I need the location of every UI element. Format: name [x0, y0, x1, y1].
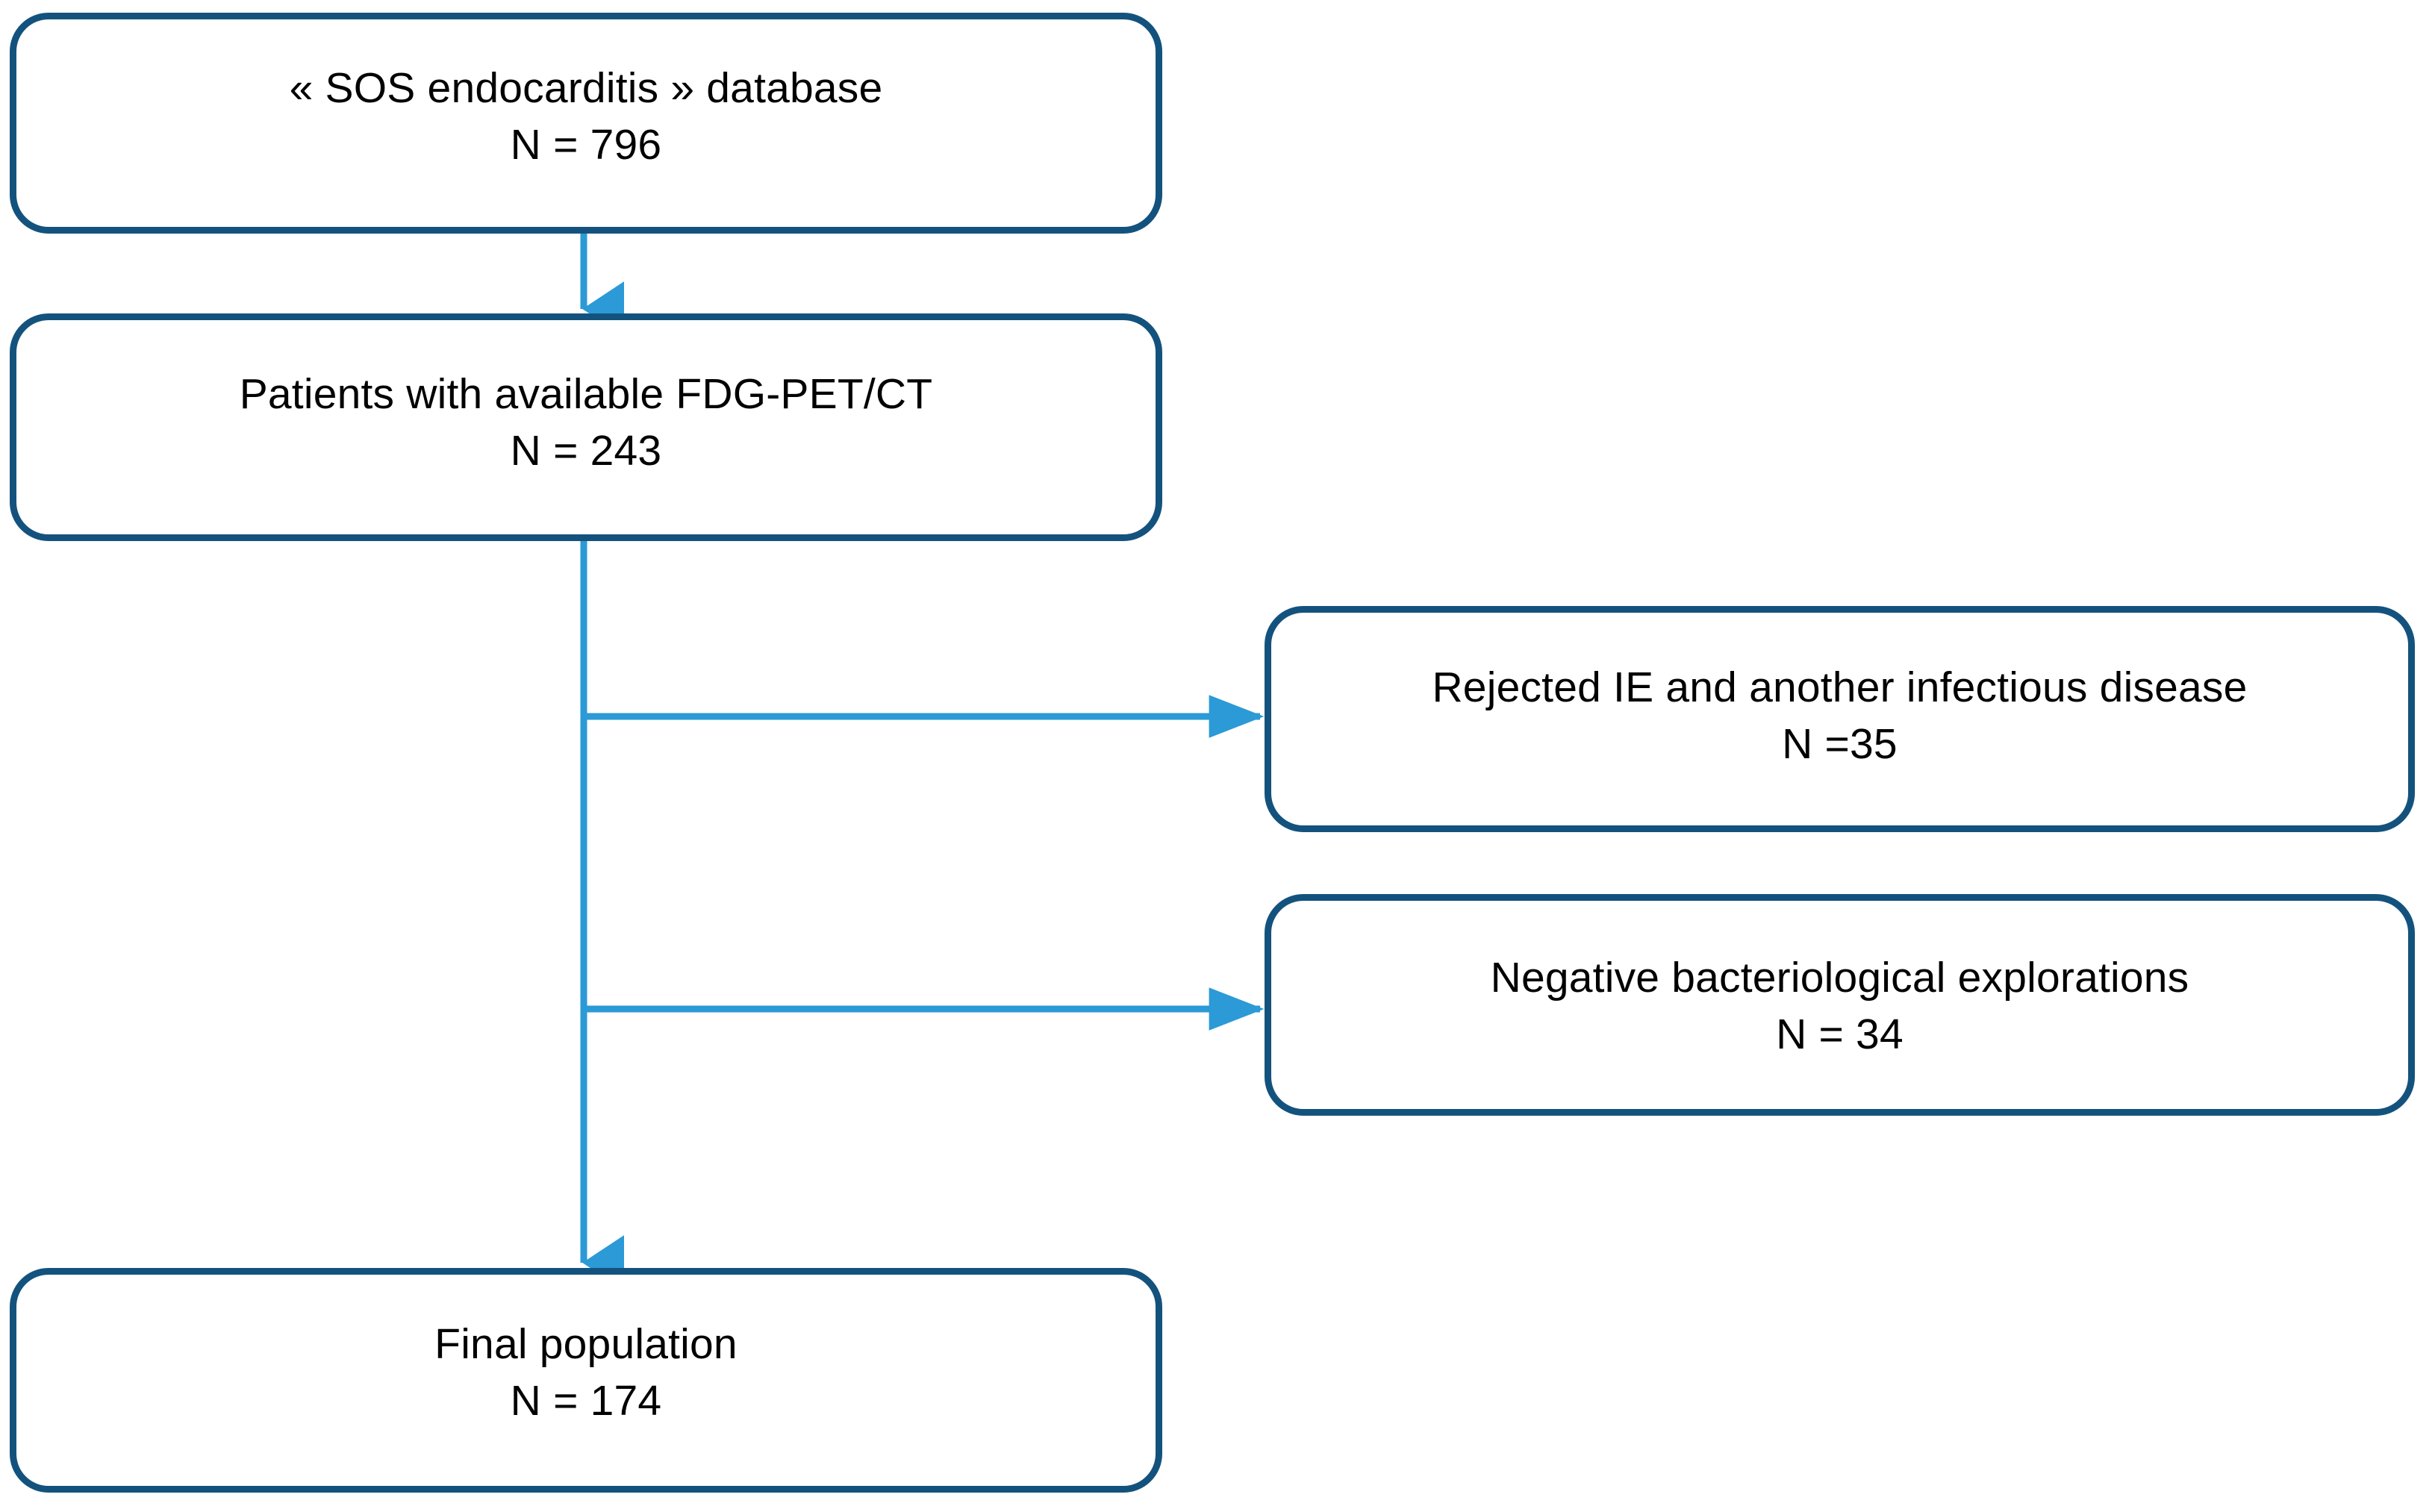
- node-label: Patients with available FDG-PET/CT: [239, 369, 933, 418]
- node-label: Rejected IE and another infectious disea…: [1432, 663, 2248, 711]
- node-label: « SOS endocarditis » database: [289, 64, 883, 113]
- node-label: Final population: [434, 1319, 738, 1368]
- node-negative-bacteriological-explorations: Negative bacteriological explorations N …: [1265, 894, 2415, 1116]
- node-count: N = 174: [510, 1376, 662, 1425]
- node-rejected-ie-and-another-infectious-disease: Rejected IE and another infectious disea…: [1265, 606, 2415, 832]
- node-text-block: « SOS endocarditis » database N = 796: [290, 60, 883, 174]
- node-text-block: Rejected IE and another infectious disea…: [1432, 660, 2247, 773]
- node-final-population: Final population N = 174: [10, 1268, 1162, 1493]
- node-text-block: Final population N = 174: [434, 1316, 738, 1430]
- node-sos-endocarditis-database: « SOS endocarditis » database N = 796: [10, 13, 1162, 234]
- node-text-block: Negative bacteriological explorations N …: [1491, 950, 2189, 1063]
- node-count: N = 34: [1776, 1010, 1904, 1058]
- node-count: N = 796: [510, 121, 662, 169]
- node-text-block: Patients with available FDG-PET/CT N = 2…: [240, 366, 933, 480]
- node-patients-with-available-fdg-pet-ct: Patients with available FDG-PET/CT N = 2…: [10, 313, 1162, 541]
- node-label: Negative bacteriological explorations: [1490, 953, 2189, 1002]
- node-count: N =35: [1782, 719, 1898, 768]
- node-count: N = 243: [510, 426, 662, 475]
